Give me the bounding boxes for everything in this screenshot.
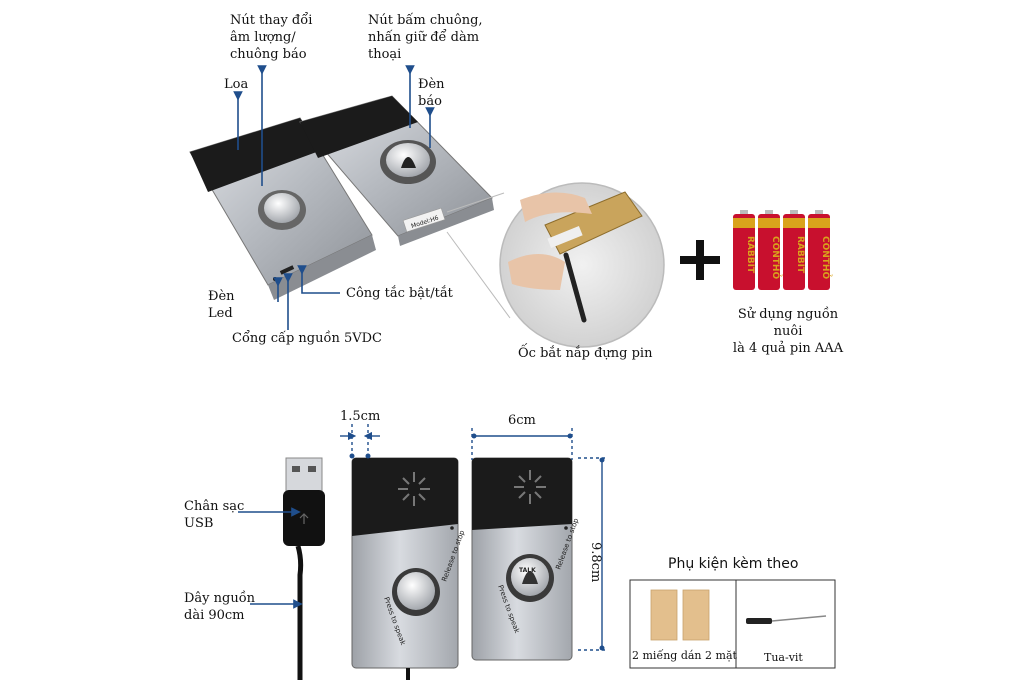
- screwdriver-icon: [746, 615, 827, 624]
- aaa-batteries: RABBIT CONTHỎ RABBIT CONTHỎ: [733, 210, 833, 290]
- speaker-callout: Loa: [224, 77, 249, 92]
- battery-brand-label: RABBIT: [795, 236, 805, 274]
- volume-button-callout: Nút thay đổi âm lượng/ chuông báo: [230, 13, 313, 62]
- thickness-dimension: 1.5cm: [340, 409, 381, 424]
- power-cord-callout: Dây nguồn dài 90cm: [184, 591, 256, 623]
- accessory-adhesive-label: 2 miếng dán 2 mặt: [632, 649, 737, 662]
- power-port-callout: Cổng cấp nguồn 5VDC: [232, 331, 382, 346]
- callout-lines-bottom: [238, 507, 303, 609]
- battery-icon: RABBIT: [733, 210, 755, 290]
- battery-brand-label: CONTHỎ: [770, 236, 783, 279]
- battery-note-callout: Sử dụng nguồn nuôi là 4 quả pin AAA: [732, 307, 844, 356]
- usb-plug-callout: Chân sạc USB: [184, 499, 245, 531]
- battery-brand-label: RABBIT: [745, 236, 755, 274]
- talk-label: TALK: [519, 567, 536, 574]
- intercom-unit-talk-view: TALK Press to speak Release to stop: [471, 457, 581, 661]
- intercom-unit-front: [189, 117, 376, 300]
- bell-button-callout: Nút bấm chuông, nhấn giữ để dàm thoại: [368, 13, 483, 62]
- bell-icon: [522, 571, 538, 584]
- usb-cable: [283, 457, 325, 680]
- power-switch-callout: Công tắc bật/tắt: [346, 286, 453, 301]
- adhesive-pad-icon: [682, 589, 710, 641]
- led-light-callout: Đèn Led: [208, 289, 235, 321]
- speaker-grille-icon: [514, 470, 546, 504]
- dimension-arrowheads: [349, 433, 605, 651]
- plus-icon: [680, 240, 720, 280]
- intercom-unit-front-view: Press to speak Release to stop: [351, 457, 467, 680]
- battery-icon: CONTHỎ: [808, 210, 833, 290]
- width-dimension: 6cm: [508, 413, 536, 428]
- speaker-grille-icon: [398, 472, 430, 506]
- accessory-screwdriver-label: Tua-vit: [764, 651, 803, 664]
- battery-screw-callout: Ốc bắt nắp đựng pin: [518, 346, 653, 361]
- battery-icon: RABBIT: [783, 210, 805, 290]
- screw-zoom-view: [446, 182, 665, 348]
- accessories-box: [629, 579, 836, 669]
- callout-lines-top: [233, 65, 435, 330]
- indicator-light-callout: Đèn báo: [418, 77, 445, 109]
- height-dimension: 9.8cm: [588, 542, 603, 583]
- intercom-unit-side: Model:H6: [299, 95, 494, 246]
- battery-brand-label: CONTHỎ: [820, 236, 833, 279]
- battery-icon: CONTHỎ: [758, 210, 783, 290]
- dimension-lines: [340, 424, 606, 651]
- accessories-title: Phụ kiện kèm theo: [668, 556, 799, 572]
- adhesive-pad-icon: [650, 589, 678, 641]
